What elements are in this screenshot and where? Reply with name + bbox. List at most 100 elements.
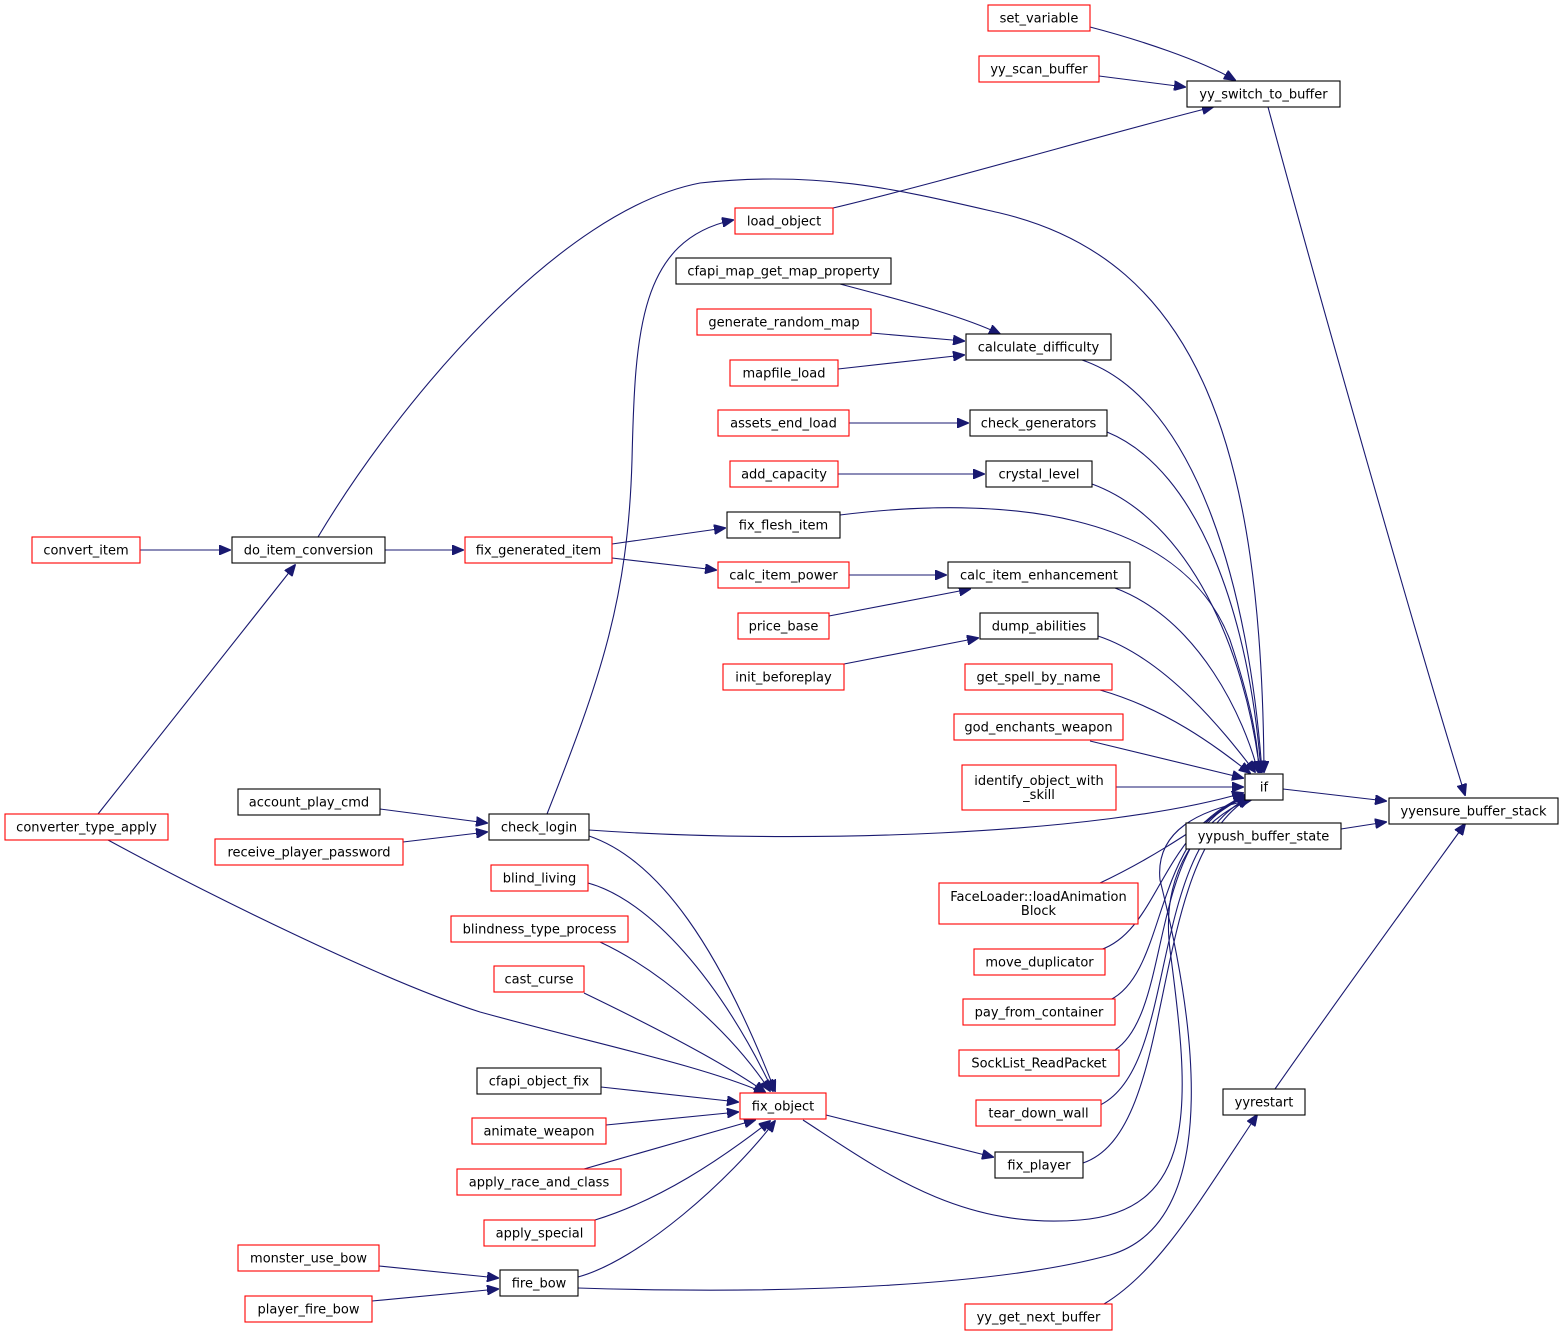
node-calculate_difficulty[interactable]: calculate_difficulty [965, 333, 1112, 361]
node-account_play_cmd[interactable]: account_play_cmd [237, 788, 381, 816]
node-tear_down_wall[interactable]: tear_down_wall [975, 1099, 1102, 1127]
node-load_object[interactable]: load_object [734, 207, 834, 235]
node-init_beforeplay[interactable]: init_beforeplay [722, 663, 845, 691]
node-label: receive_player_password [227, 846, 390, 861]
node-label: tear_down_wall [988, 1107, 1088, 1122]
edge-price_base-to-calc_item_enhancement [828, 589, 970, 617]
node-receive_player_password[interactable]: receive_player_password [214, 838, 404, 866]
node-box [471, 1117, 607, 1145]
node-label: calc_item_power [729, 569, 838, 584]
node-add_capacity[interactable]: add_capacity [729, 460, 839, 488]
node-crystal_level[interactable]: crystal_level [985, 460, 1093, 488]
node-label: apply_race_and_class [469, 1176, 610, 1191]
node-move_duplicator[interactable]: move_duplicator [973, 948, 1106, 976]
node-monster_use_bow[interactable]: monster_use_bow [237, 1244, 380, 1272]
edge-set_variable-to-yy_switch_to_buffer [1089, 26, 1235, 80]
node-box [962, 998, 1116, 1026]
node-check_login[interactable]: check_login [488, 813, 590, 841]
node-box [969, 409, 1108, 437]
edge-apply_race_and_class-to-fix_object [583, 1120, 755, 1170]
node-box [964, 663, 1113, 691]
node-box [979, 612, 1099, 640]
node-fix_flesh_item[interactable]: fix_flesh_item [726, 511, 841, 539]
node-label: set_variable [1000, 12, 1079, 27]
node-box [722, 663, 845, 691]
node-label: add_capacity [741, 468, 827, 483]
node-box [476, 1067, 602, 1095]
node-box [490, 864, 589, 892]
node-box [488, 813, 590, 841]
node-blind_living[interactable]: blind_living [490, 864, 589, 892]
node-label: converter_type_apply [16, 821, 157, 836]
node-set_variable[interactable]: set_variable [987, 4, 1091, 32]
node-box [987, 4, 1091, 32]
node-fix_player[interactable]: fix_player [994, 1151, 1084, 1179]
node-get_spell_by_name[interactable]: get_spell_by_name [964, 663, 1113, 691]
node-box [973, 948, 1106, 976]
node-label: assets_end_load [730, 417, 837, 432]
node-dump_abilities[interactable]: dump_abilities [979, 612, 1099, 640]
node-label: init_beforeplay [735, 671, 832, 686]
node-label: calculate_difficulty [978, 341, 1100, 356]
edge-cast_curse-to-fix_object [583, 992, 765, 1092]
node-box [947, 561, 1131, 589]
node-pay_from_container[interactable]: pay_from_container [962, 998, 1116, 1026]
node-label: convert_item [43, 544, 128, 559]
node-label: fire_bow [512, 1277, 567, 1292]
node-label: do_item_conversion [244, 544, 374, 559]
node-identify_object_with_skill[interactable]: identify_object_with_skill [961, 764, 1117, 811]
node-animate_weapon[interactable]: animate_weapon [471, 1117, 607, 1145]
node-box [31, 536, 141, 564]
node-box [729, 359, 839, 387]
node-price_base[interactable]: price_base [737, 612, 830, 640]
node-yypush_buffer_state[interactable]: yypush_buffer_state [1185, 822, 1342, 850]
node-box [938, 882, 1139, 925]
node-assets_end_load[interactable]: assets_end_load [717, 409, 850, 437]
node-calc_item_power[interactable]: calc_item_power [717, 561, 850, 589]
edge-converter_type_apply-to-fix_object [107, 839, 765, 1093]
node-player_fire_bow[interactable]: player_fire_bow [244, 1295, 373, 1323]
edge-yy_scan_buffer-to-yy_switch_to_buffer [1098, 75, 1185, 87]
node-box [464, 536, 613, 564]
node-box [450, 915, 629, 943]
node-cfapi_map_get_map_property[interactable]: cfapi_map_get_map_property [675, 257, 892, 285]
edge-mapfile_load-to-calculate_difficulty [837, 355, 964, 370]
node-fix_generated_item[interactable]: fix_generated_item [464, 536, 613, 564]
node-box [244, 1295, 373, 1323]
node-converter_type_apply[interactable]: converter_type_apply [4, 813, 169, 841]
node-label: FaceLoader::loadAnimation [950, 890, 1127, 905]
node-fix_object[interactable]: fix_object [739, 1092, 827, 1120]
node-apply_special[interactable]: apply_special [483, 1219, 596, 1247]
node-box [737, 612, 830, 640]
node-fire_bow[interactable]: fire_bow [499, 1269, 579, 1297]
node-box [231, 536, 386, 564]
node-yyrestart[interactable]: yyrestart [1222, 1088, 1306, 1116]
edge-god_enchants_weapon-to-if [1089, 740, 1243, 778]
node-calc_item_enhancement[interactable]: calc_item_enhancement [947, 561, 1131, 589]
node-label: crystal_level [998, 468, 1079, 483]
node-cfapi_object_fix[interactable]: cfapi_object_fix [476, 1067, 602, 1095]
edge-fix_generated_item-to-fix_flesh_item [611, 528, 725, 545]
node-box [975, 1099, 1102, 1127]
node-label: get_spell_by_name [977, 671, 1101, 686]
edge-yypush_buffer_state-to-yyensure_buffer_stack [1340, 822, 1386, 830]
node-blindness_type_process[interactable]: blindness_type_process [450, 915, 629, 943]
node-convert_item[interactable]: convert_item [31, 536, 141, 564]
node-apply_race_and_class[interactable]: apply_race_and_class [456, 1168, 622, 1196]
node-box [456, 1168, 622, 1196]
node-if[interactable]: if [1244, 773, 1284, 801]
node-yy_switch_to_buffer[interactable]: yy_switch_to_buffer [1186, 80, 1341, 108]
node-box [717, 409, 850, 437]
node-cast_curse[interactable]: cast_curse [493, 965, 585, 993]
node-god_enchants_weapon[interactable]: god_enchants_weapon [953, 713, 1124, 741]
node-SockList_ReadPacket[interactable]: SockList_ReadPacket [958, 1049, 1120, 1077]
node-generate_random_map[interactable]: generate_random_map [696, 308, 872, 336]
node-do_item_conversion[interactable]: do_item_conversion [231, 536, 386, 564]
node-check_generators[interactable]: check_generators [969, 409, 1108, 437]
node-yyensure_buffer_stack[interactable]: yyensure_buffer_stack [1388, 797, 1559, 825]
node-label: fix_player [1007, 1159, 1071, 1174]
node-mapfile_load[interactable]: mapfile_load [729, 359, 839, 387]
node-yy_scan_buffer[interactable]: yy_scan_buffer [978, 55, 1100, 83]
node-yy_get_next_buffer[interactable]: yy_get_next_buffer [964, 1303, 1113, 1331]
